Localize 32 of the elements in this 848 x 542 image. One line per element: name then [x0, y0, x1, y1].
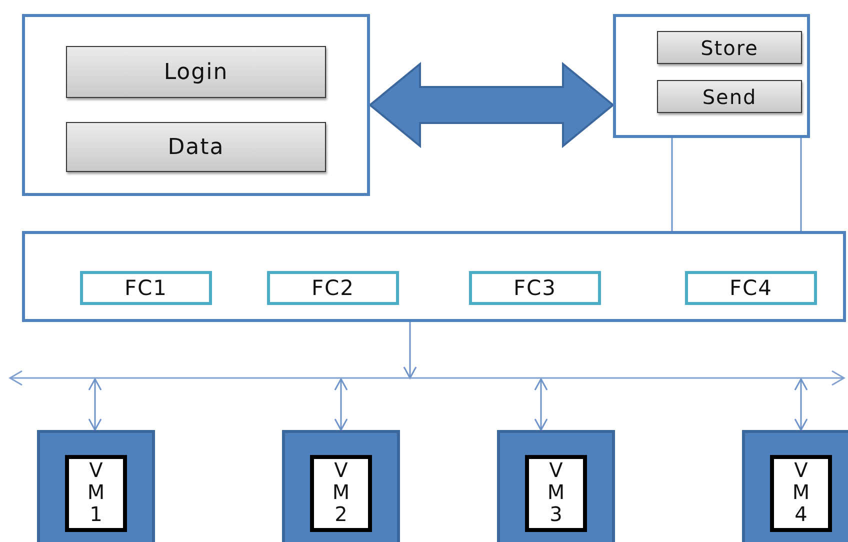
connector-line	[800, 138, 802, 231]
component-box: FC4	[685, 271, 817, 305]
arrow	[534, 378, 548, 431]
vm-label: VM3	[546, 459, 566, 528]
vm-label-box	[65, 455, 127, 532]
arrow	[334, 378, 348, 431]
vm-label-box	[310, 455, 372, 532]
vm-host-box	[282, 430, 400, 542]
arrow	[403, 322, 417, 379]
vm-host-box	[742, 430, 848, 542]
vm-label-box	[525, 455, 587, 532]
vm-label: VM2	[331, 459, 351, 528]
panel-box	[22, 14, 370, 196]
arrow	[88, 378, 102, 431]
vm-label: VM1	[86, 459, 106, 528]
function-button: Login	[66, 46, 326, 98]
bus-line	[8, 370, 846, 386]
arrow	[794, 378, 808, 431]
vm-host-box	[497, 430, 615, 542]
function-button: Store	[657, 31, 802, 64]
component-box: FC3	[469, 271, 601, 305]
component-box: FC1	[80, 271, 212, 305]
vm-label-box	[770, 455, 832, 532]
vm-label: VM4	[791, 459, 811, 528]
component-box: FC2	[267, 271, 399, 305]
function-button: Send	[657, 80, 802, 113]
connector-line	[671, 138, 673, 231]
function-button: Data	[66, 122, 326, 172]
double-block-arrow	[368, 62, 615, 148]
panel-box	[613, 14, 810, 138]
vm-host-box	[37, 430, 155, 542]
controller-band	[22, 231, 846, 322]
